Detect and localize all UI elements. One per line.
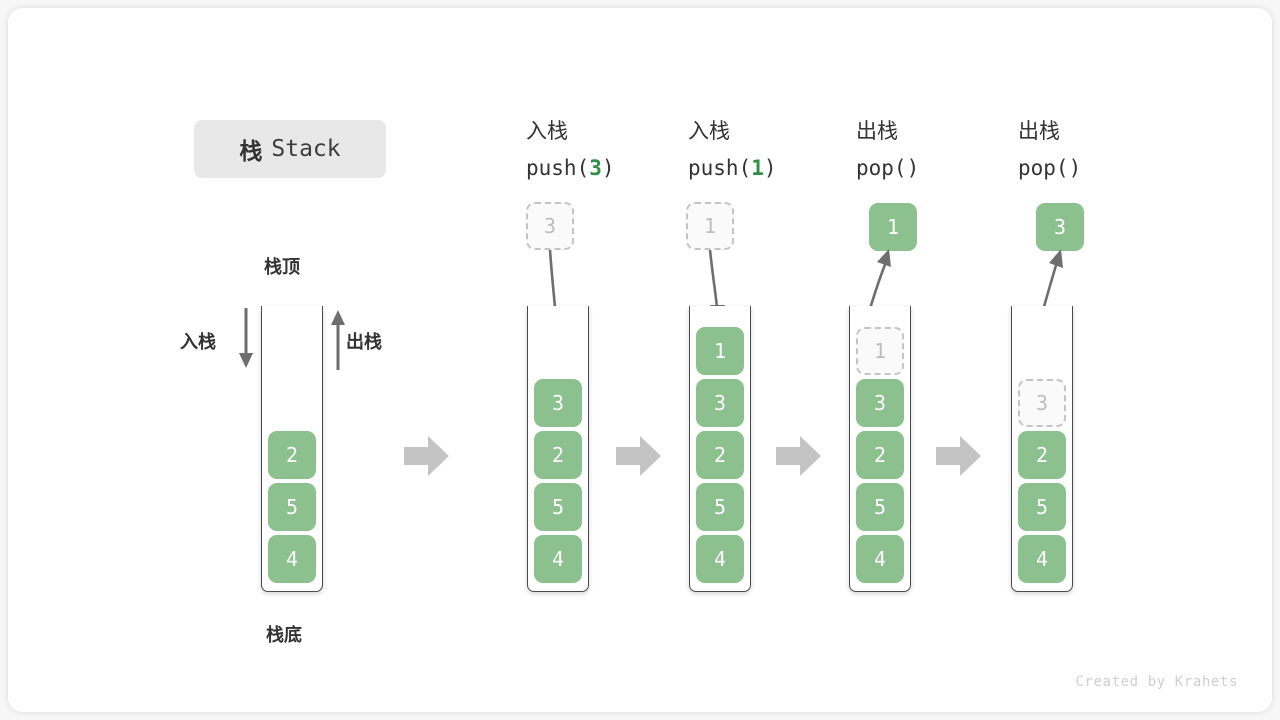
pop-side-label: 出栈 — [346, 332, 382, 353]
transition-arrow-icon-3 — [776, 436, 821, 476]
stack-bottom-label: 栈底 — [266, 625, 302, 646]
header-cn: 出栈 — [856, 119, 898, 143]
stack-cell: 2 — [534, 431, 582, 479]
header-code: pop() — [1018, 150, 1081, 187]
floating-cell-pop-3: 3 — [1036, 203, 1084, 251]
stack-container-push-1: 1 3 2 5 4 — [689, 306, 751, 592]
stack-container-push-3: 3 2 5 4 — [527, 306, 589, 592]
stack-cell: 2 — [1018, 431, 1066, 479]
header-code-num: 3 — [589, 156, 602, 180]
stack-container-pop-1: 1 3 2 5 4 — [849, 306, 911, 592]
stack-cells: 1 3 2 5 4 — [689, 306, 751, 592]
stack-cell: 1 — [696, 327, 744, 375]
stack-cell: 5 — [534, 483, 582, 531]
push-direction-arrow-icon — [239, 308, 253, 368]
stack-cells: 2 5 4 — [261, 306, 323, 592]
title-cn: 栈 — [239, 139, 263, 165]
header-cn: 入栈 — [688, 119, 730, 143]
stack-cells: 3 2 5 4 — [1011, 306, 1073, 592]
stack-cell-ghost: 3 — [1018, 379, 1066, 427]
column-header-pop-3: 出栈 pop() — [1018, 113, 1081, 187]
stack-cell: 3 — [696, 379, 744, 427]
title-badge: 栈 Stack — [194, 120, 386, 178]
stack-cell: 4 — [1018, 535, 1066, 583]
floating-cell-push-3: 3 — [526, 202, 574, 250]
floating-cell-push-1: 1 — [686, 202, 734, 250]
header-code-post: ) — [763, 156, 777, 180]
header-code: pop() — [856, 150, 919, 187]
stack-container-initial: 2 5 4 — [261, 306, 323, 592]
stack-cell: 2 — [696, 431, 744, 479]
column-header-pop-1: 出栈 pop() — [856, 113, 919, 187]
header-code: push(3) — [526, 150, 615, 187]
column-header-push-1: 入栈 push(1) — [688, 113, 777, 187]
title-en: Stack — [271, 136, 341, 162]
transition-arrow-icon-1 — [404, 436, 449, 476]
header-code-post: ) — [1068, 156, 1082, 180]
stack-cell: 3 — [534, 379, 582, 427]
stack-cell: 5 — [268, 483, 316, 531]
stack-cell: 5 — [856, 483, 904, 531]
header-code-pre: pop( — [1018, 156, 1069, 180]
stack-cell: 5 — [1018, 483, 1066, 531]
header-code-post: ) — [601, 156, 615, 180]
stack-cell: 5 — [696, 483, 744, 531]
stack-container-pop-3: 3 2 5 4 — [1011, 306, 1073, 592]
header-code-pre: push( — [688, 156, 752, 180]
stack-cell: 4 — [534, 535, 582, 583]
stack-cell: 2 — [268, 431, 316, 479]
header-cn: 出栈 — [1018, 119, 1060, 143]
stack-cells: 1 3 2 5 4 — [849, 306, 911, 592]
header-code-num: 1 — [751, 156, 764, 180]
stack-cells: 3 2 5 4 — [527, 306, 589, 592]
floating-cell-pop-1: 1 — [869, 203, 917, 251]
header-code: push(1) — [688, 150, 777, 187]
header-code-pre: push( — [526, 156, 590, 180]
credit-text: Created by Krahets — [1075, 674, 1238, 690]
stack-cell: 2 — [856, 431, 904, 479]
push-side-label: 入栈 — [180, 332, 216, 353]
stack-cell-ghost: 1 — [856, 327, 904, 375]
header-code-post: ) — [906, 156, 920, 180]
header-code-pre: pop( — [856, 156, 907, 180]
column-header-push-3: 入栈 push(3) — [526, 113, 615, 187]
stack-cell: 4 — [268, 535, 316, 583]
stack-cell: 4 — [696, 535, 744, 583]
diagram-canvas: 栈 Stack 栈顶 栈底 入栈 出栈 入栈 push(3) 入栈 push(1… — [8, 8, 1272, 712]
transition-arrow-icon-4 — [936, 436, 981, 476]
stack-cell: 4 — [856, 535, 904, 583]
header-cn: 入栈 — [526, 119, 568, 143]
stack-top-label: 栈顶 — [264, 257, 300, 278]
pop-direction-arrow-icon — [331, 310, 345, 370]
transition-arrow-icon-2 — [616, 436, 661, 476]
stack-cell: 3 — [856, 379, 904, 427]
